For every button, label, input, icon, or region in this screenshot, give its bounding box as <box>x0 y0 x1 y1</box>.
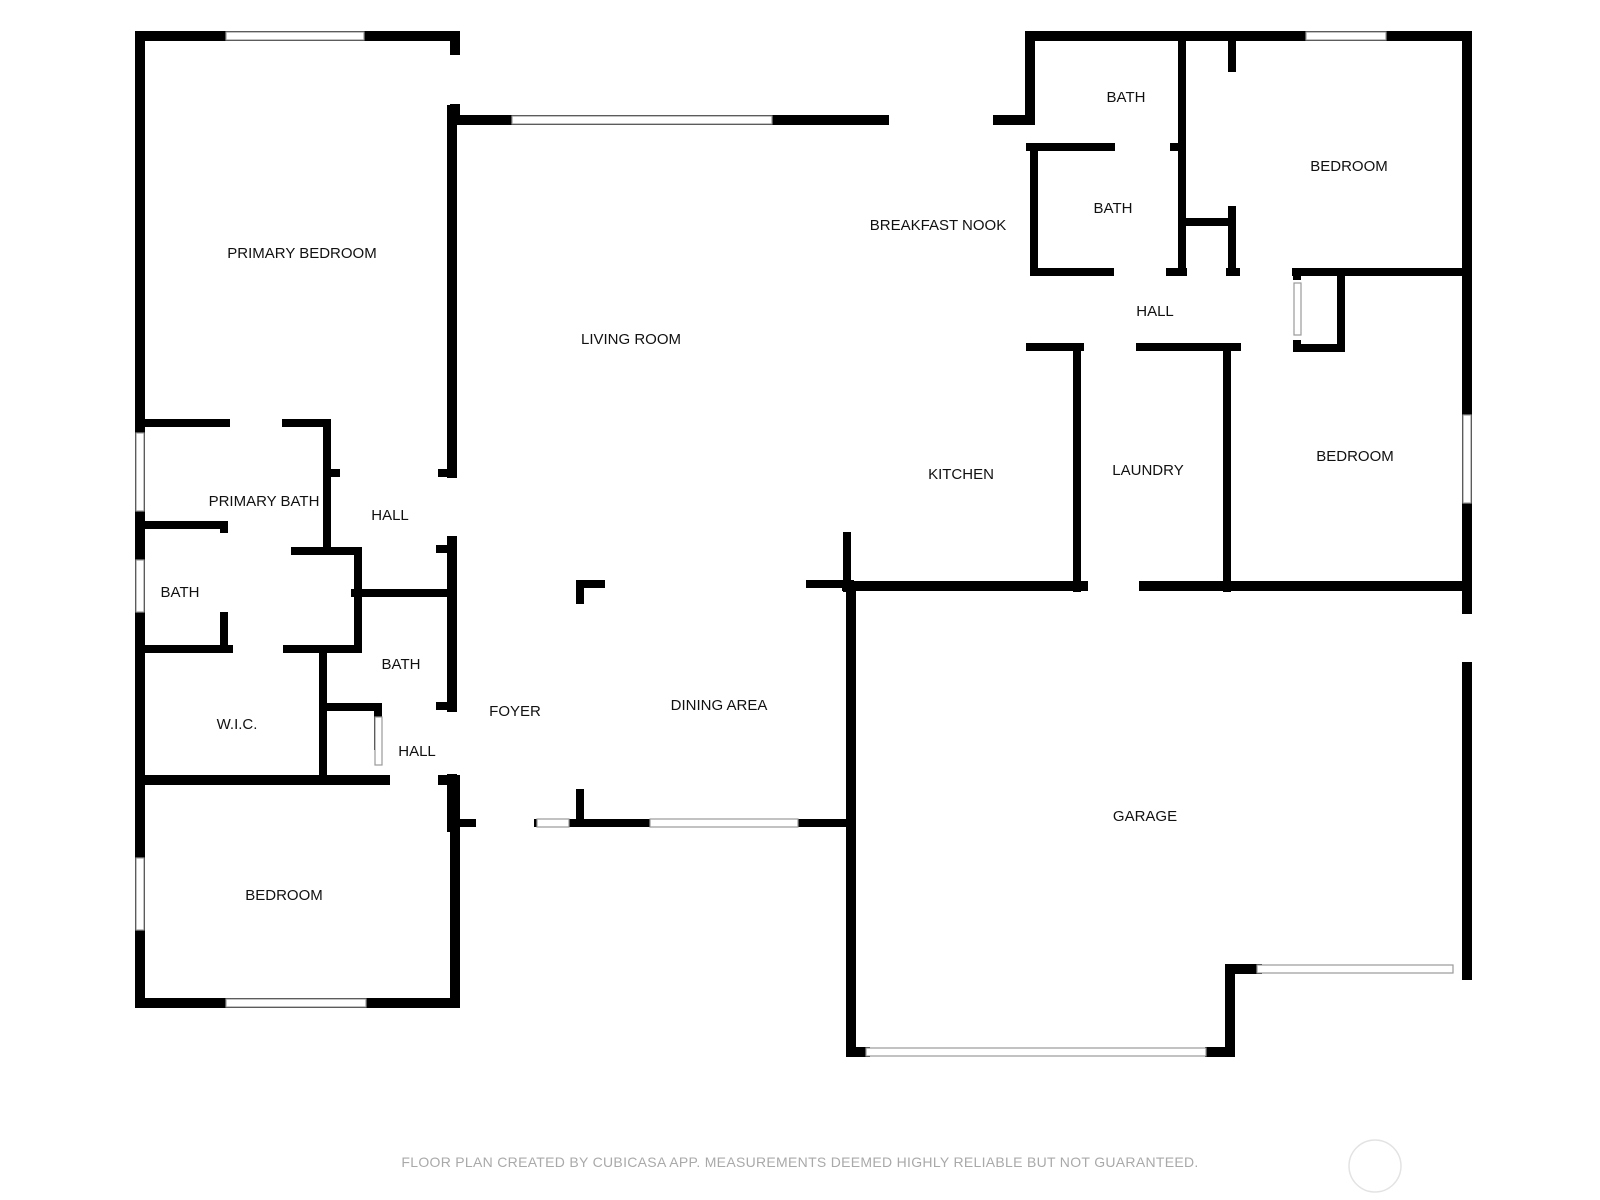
label-hall-ne: HALL <box>1136 303 1174 320</box>
window-living-top <box>511 115 773 125</box>
label-laundry: LAUNDRY <box>1112 462 1183 479</box>
walls <box>135 31 1472 1057</box>
window-foyer-bottom <box>536 818 570 828</box>
room-labels: PRIMARY BEDROOM LIVING ROOM BREAKFAST NO… <box>161 89 1394 904</box>
label-bath-center: BATH <box>382 656 421 673</box>
wall-hall-closet <box>1293 268 1345 352</box>
window-bedroom-ne <box>1305 31 1387 41</box>
label-hall-sw: HALL <box>398 743 436 760</box>
label-bedroom-sw: BEDROOM <box>245 887 323 904</box>
label-bath-mid: BATH <box>1094 200 1133 217</box>
label-breakfast-nook: BREAKFAST NOOK <box>870 217 1006 234</box>
wall-garage-west <box>846 581 1262 1057</box>
window-primary-top <box>225 31 365 41</box>
wall-west-outer <box>135 31 460 1008</box>
cubicasa-logo-icon <box>1348 1139 1402 1193</box>
window-dining-bottom <box>649 818 799 828</box>
window-bath-w <box>135 559 145 613</box>
label-garage: GARAGE <box>1113 808 1177 825</box>
label-hall-w: HALL <box>371 507 409 524</box>
label-foyer: FOYER <box>489 703 541 720</box>
wall-ne-outer <box>1025 31 1472 980</box>
label-bedroom-ne: BEDROOM <box>1310 158 1388 175</box>
label-bedroom-e: BEDROOM <box>1316 448 1394 465</box>
window-bedroom-sw-w <box>135 857 145 931</box>
label-kitchen: KITCHEN <box>928 466 994 483</box>
window-hall-sw <box>374 716 383 766</box>
label-bath-top: BATH <box>1107 89 1146 106</box>
window-bedroom-e <box>1462 414 1472 504</box>
window-pbath-w <box>135 432 145 512</box>
openings <box>135 31 1473 1058</box>
window-garage-se <box>1256 964 1454 974</box>
label-living-room: LIVING ROOM <box>581 331 681 348</box>
footer-disclaimer: FLOOR PLAN CREATED BY CUBICASA APP. MEAS… <box>401 1154 1199 1170</box>
label-bath-w: BATH <box>161 584 200 601</box>
label-primary-bath: PRIMARY BATH <box>209 493 320 510</box>
window-hall-closet <box>1293 282 1302 336</box>
label-primary-bedroom: PRIMARY BEDROOM <box>227 245 376 262</box>
label-wic: W.I.C. <box>217 716 258 733</box>
window-bedroom-sw-bottom <box>225 998 367 1008</box>
label-dining-area: DINING AREA <box>671 697 768 714</box>
window-garage-bottom <box>865 1047 1207 1057</box>
